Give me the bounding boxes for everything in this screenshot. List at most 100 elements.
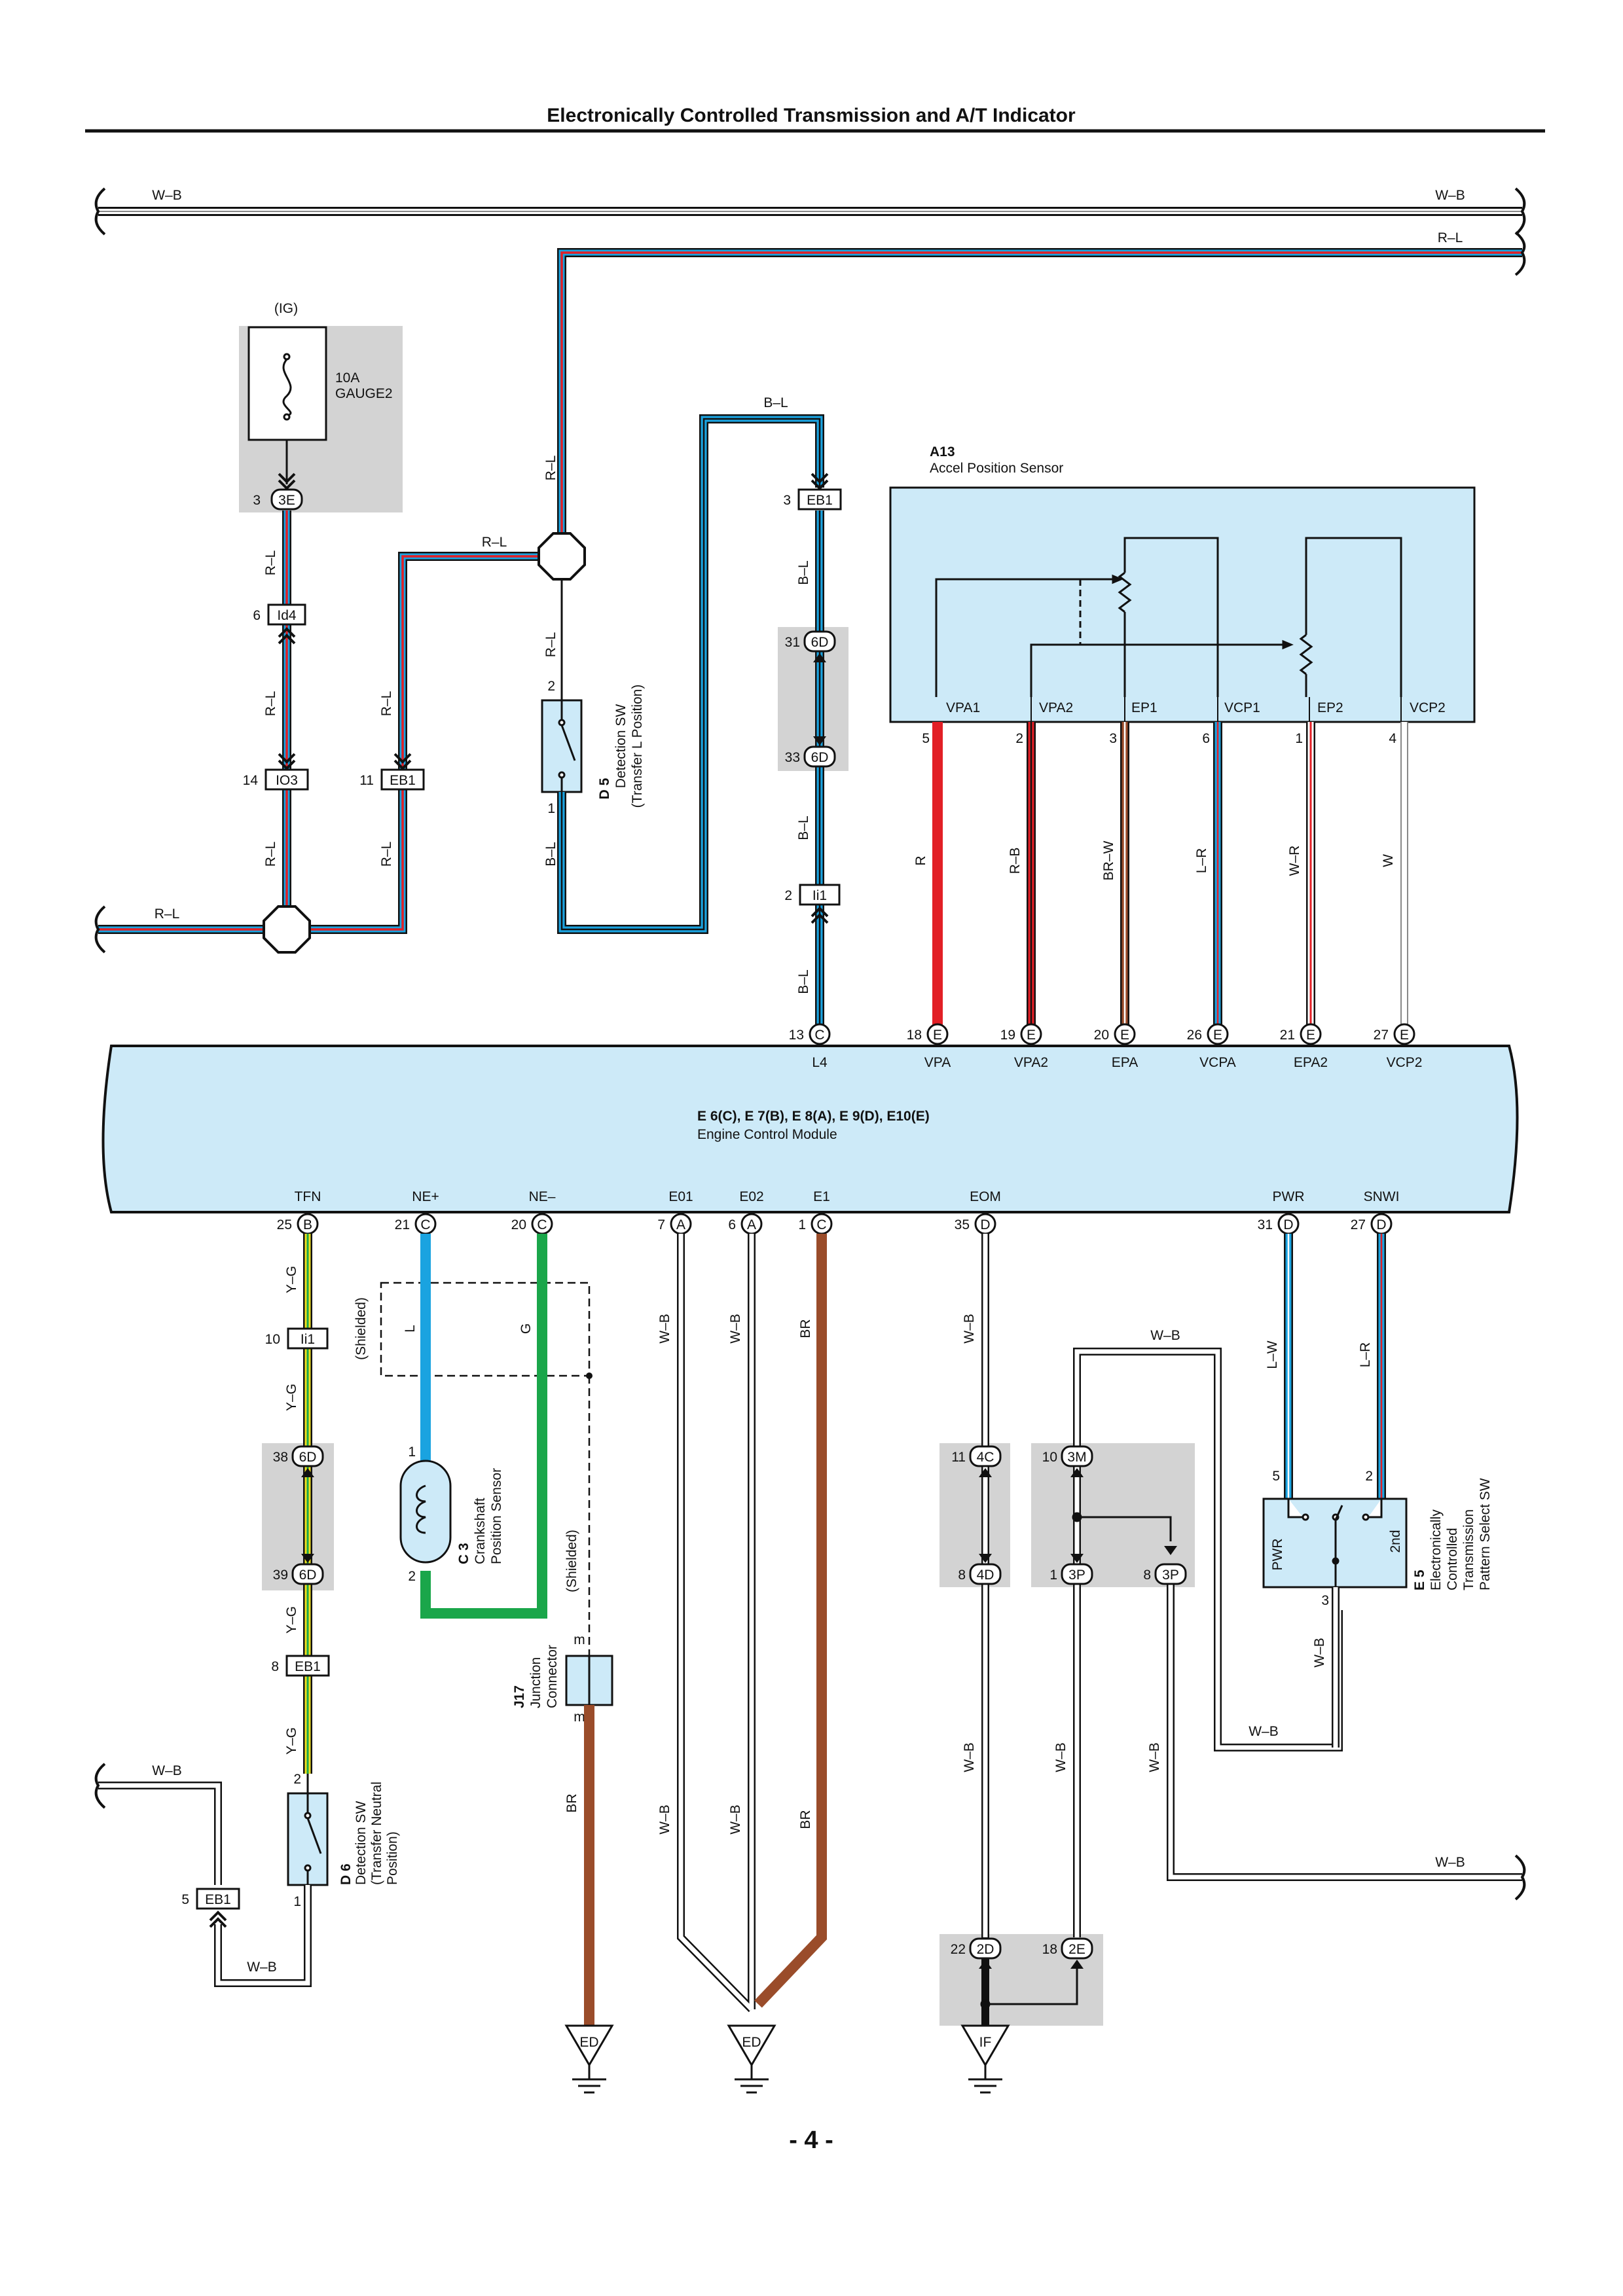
svg-text:VPA1: VPA1 bbox=[946, 700, 980, 715]
wire-label-l: L bbox=[403, 1325, 418, 1333]
svg-text:W: W bbox=[1381, 854, 1396, 867]
svg-text:EPA2: EPA2 bbox=[1294, 1055, 1328, 1070]
wire-label-wb-4d: W–B bbox=[962, 1742, 977, 1772]
wire-label-wb-e01-low: W–B bbox=[657, 1804, 672, 1835]
svg-text:B: B bbox=[303, 1217, 312, 1232]
wire-label-bl-1: B–L bbox=[796, 560, 811, 584]
svg-text:8: 8 bbox=[958, 1568, 966, 1583]
a13-code: A13 bbox=[930, 444, 955, 459]
svg-text:VCP2: VCP2 bbox=[1387, 1055, 1423, 1070]
connector-3p-1: 3P 1 bbox=[1049, 1554, 1093, 1585]
svg-text:VPA2: VPA2 bbox=[1039, 700, 1073, 715]
connector-eb1-3: EB1 3 bbox=[783, 473, 842, 511]
wire-label-br-j17: BR bbox=[564, 1793, 579, 1812]
wire-label-wb-e02: W–B bbox=[728, 1314, 743, 1344]
wire-label-rl-io3: R–L bbox=[263, 842, 278, 867]
svg-text:E02: E02 bbox=[739, 1189, 763, 1204]
connector-eb1-11: EB1 11 bbox=[359, 753, 425, 791]
wire-label-wb-eom: W–B bbox=[962, 1314, 977, 1344]
svg-text:27: 27 bbox=[1351, 1217, 1366, 1232]
svg-text:L4: L4 bbox=[812, 1055, 828, 1070]
wire-label-br-e1: BR bbox=[798, 1319, 813, 1338]
wire-label-wb-3p8: W–B bbox=[1147, 1742, 1162, 1772]
d6-pin-2: 2 bbox=[293, 1772, 301, 1787]
connector-4d: 4D 8 bbox=[958, 1554, 1002, 1585]
svg-text:3P: 3P bbox=[1068, 1568, 1085, 1583]
shield-box bbox=[380, 1282, 591, 1377]
svg-text:R–B: R–B bbox=[1008, 848, 1023, 874]
svg-text:C: C bbox=[816, 1217, 826, 1232]
ground-if: IF bbox=[961, 2024, 1010, 2094]
svg-text:14: 14 bbox=[243, 773, 259, 788]
a13-terminals: VPA1 VPA2 EP1 VCP1 EP2 VCP2 bbox=[946, 697, 1446, 722]
wire-label-wb-top-left: W–B bbox=[152, 188, 182, 203]
d6-pin-1: 1 bbox=[293, 1894, 301, 1909]
wire-label-rl-id4: R–L bbox=[263, 691, 278, 717]
svg-text:E: E bbox=[1213, 1028, 1222, 1043]
e5-name2: Controlled bbox=[1445, 1528, 1460, 1590]
svg-text:39: 39 bbox=[273, 1568, 288, 1583]
c3-pin-2: 2 bbox=[408, 1569, 416, 1584]
svg-text:1: 1 bbox=[798, 1217, 806, 1232]
svg-text:NE+: NE+ bbox=[412, 1189, 439, 1204]
wire-wb-3m bbox=[1073, 1348, 1526, 1937]
wire-label-yg-4: Y–G bbox=[284, 1727, 299, 1755]
wire-g bbox=[420, 1234, 547, 1619]
switch-icon-d5 bbox=[558, 700, 576, 792]
svg-text:EB1: EB1 bbox=[807, 493, 833, 508]
wire-label-rl-eb1-down: R–L bbox=[379, 842, 394, 867]
svg-text:11: 11 bbox=[951, 1450, 966, 1465]
connector-eb1-8: EB1 8 bbox=[271, 1655, 330, 1677]
svg-text:A: A bbox=[676, 1217, 685, 1232]
svg-text:VCPA: VCPA bbox=[1199, 1055, 1236, 1070]
svg-text:EPA: EPA bbox=[1112, 1055, 1138, 1070]
svg-text:35: 35 bbox=[955, 1217, 970, 1232]
wire-rl-top bbox=[557, 231, 1526, 560]
a13-sensor bbox=[889, 486, 1476, 723]
wire-label-wb-3p1: W–B bbox=[1053, 1742, 1068, 1772]
svg-text:C: C bbox=[420, 1217, 430, 1232]
wire-label-wb-right: W–B bbox=[1435, 1855, 1465, 1870]
svg-text:5: 5 bbox=[922, 731, 930, 746]
j17-code: J17 bbox=[512, 1685, 527, 1708]
shielded-label-1: (Shielded) bbox=[354, 1297, 369, 1360]
svg-text:8: 8 bbox=[1143, 1568, 1151, 1583]
wire-label-wb-left: W–B bbox=[152, 1763, 182, 1778]
j17-m-top: m bbox=[574, 1632, 585, 1647]
svg-text:W–R: W–R bbox=[1287, 846, 1302, 876]
svg-text:TFN: TFN bbox=[295, 1189, 321, 1204]
wire-label-wb-e5: W–B bbox=[1312, 1638, 1327, 1668]
switch-icon-d6 bbox=[304, 1774, 322, 1885]
svg-text:21: 21 bbox=[1280, 1028, 1295, 1043]
wire-bl-d5 bbox=[557, 414, 824, 934]
e5-code: E 5 bbox=[1412, 1570, 1427, 1590]
wire-label-wb-top-right: W–B bbox=[1435, 188, 1465, 203]
svg-text:IO3: IO3 bbox=[276, 773, 298, 788]
junction-3m bbox=[1072, 1512, 1177, 1555]
svg-text:7: 7 bbox=[657, 1217, 665, 1232]
connector-3e: 3E 3 bbox=[253, 473, 303, 511]
wire-label-rl-vert: R–L bbox=[543, 456, 558, 481]
fuse-name: GAUGE2 bbox=[335, 386, 393, 401]
svg-text:2E: 2E bbox=[1068, 1942, 1085, 1957]
svg-text:PWR: PWR bbox=[1273, 1189, 1305, 1204]
svg-text:4C: 4C bbox=[977, 1450, 994, 1465]
a13-pin-numbers: 5 2 3 6 1 4 bbox=[922, 731, 1396, 746]
e5-name3: Transmission bbox=[1461, 1509, 1476, 1590]
svg-text:22: 22 bbox=[951, 1942, 966, 1957]
wire-label-rl-left: R–L bbox=[155, 906, 180, 922]
svg-text:SNWI: SNWI bbox=[1364, 1189, 1400, 1204]
svg-text:BR–W: BR–W bbox=[1101, 840, 1116, 880]
svg-text:C: C bbox=[814, 1028, 824, 1043]
wire-wb-top bbox=[94, 187, 1526, 236]
svg-text:R: R bbox=[913, 855, 928, 865]
connector-6d-39: 6D 39 bbox=[273, 1554, 324, 1585]
svg-text:Ii1: Ii1 bbox=[301, 1332, 315, 1347]
c3-name1: Crankshaft bbox=[473, 1498, 488, 1564]
e5-pin-3: 3 bbox=[1321, 1593, 1329, 1608]
ecm-bottom-terminals: TFN B 25 NE+ C 21 NE– C 20 E01 A 7 E02 A bbox=[277, 1189, 1400, 1235]
connector-2e: 2E 18 bbox=[1042, 1937, 1093, 1969]
svg-text:4: 4 bbox=[1389, 731, 1396, 746]
svg-text:6D: 6D bbox=[811, 635, 829, 650]
svg-text:L–R: L–R bbox=[1194, 848, 1209, 874]
